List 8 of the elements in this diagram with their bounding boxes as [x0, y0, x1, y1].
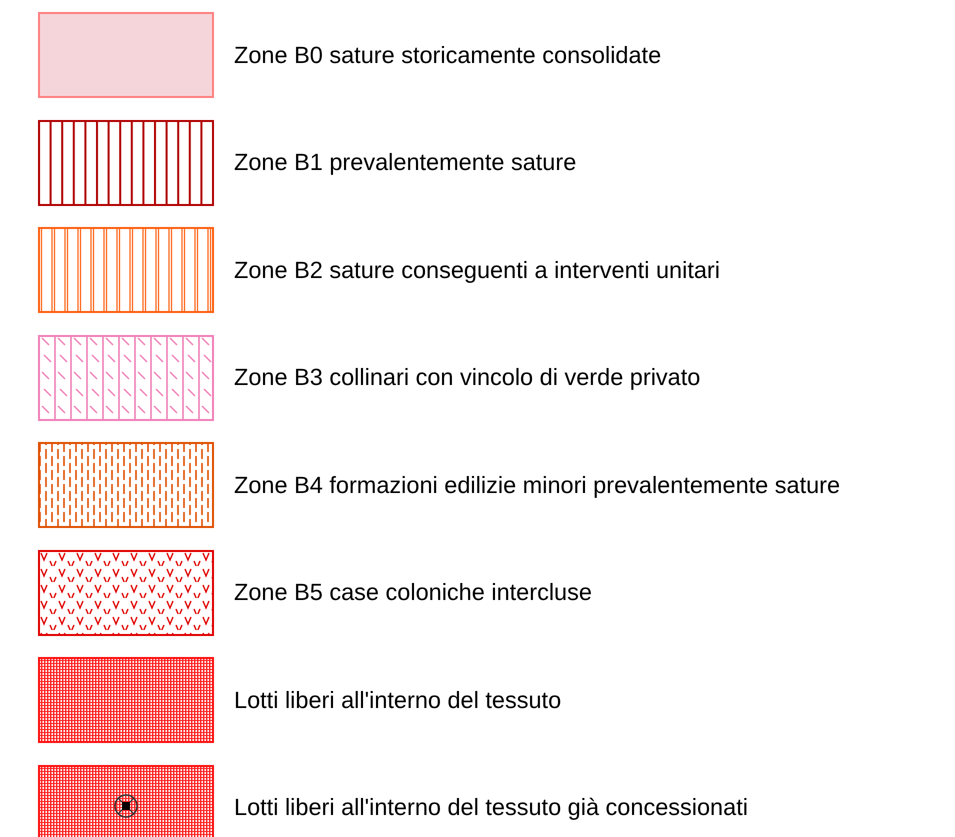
- legend-label: Zone B1 prevalentemente sature: [234, 149, 576, 176]
- legend-label: Zone B5 case coloniche intercluse: [234, 579, 592, 606]
- legend-label: Zone B4 formazioni edilizie minori prevalentemente sature: [234, 472, 840, 498]
- legend-label: Zone B2 sature conseguenti a interventi unitari: [234, 256, 720, 284]
- legend-label: Zone B3 collinari con vincolo di verde privato: [234, 364, 700, 391]
- legend-label: Lotti liberi all'interno del tessuto già concessionati: [234, 794, 748, 821]
- legend-label: Zone B0 sature storicamente consolidate: [234, 42, 662, 68]
- legend-label: Lotti liberi all'interno del tessuto: [234, 686, 562, 714]
